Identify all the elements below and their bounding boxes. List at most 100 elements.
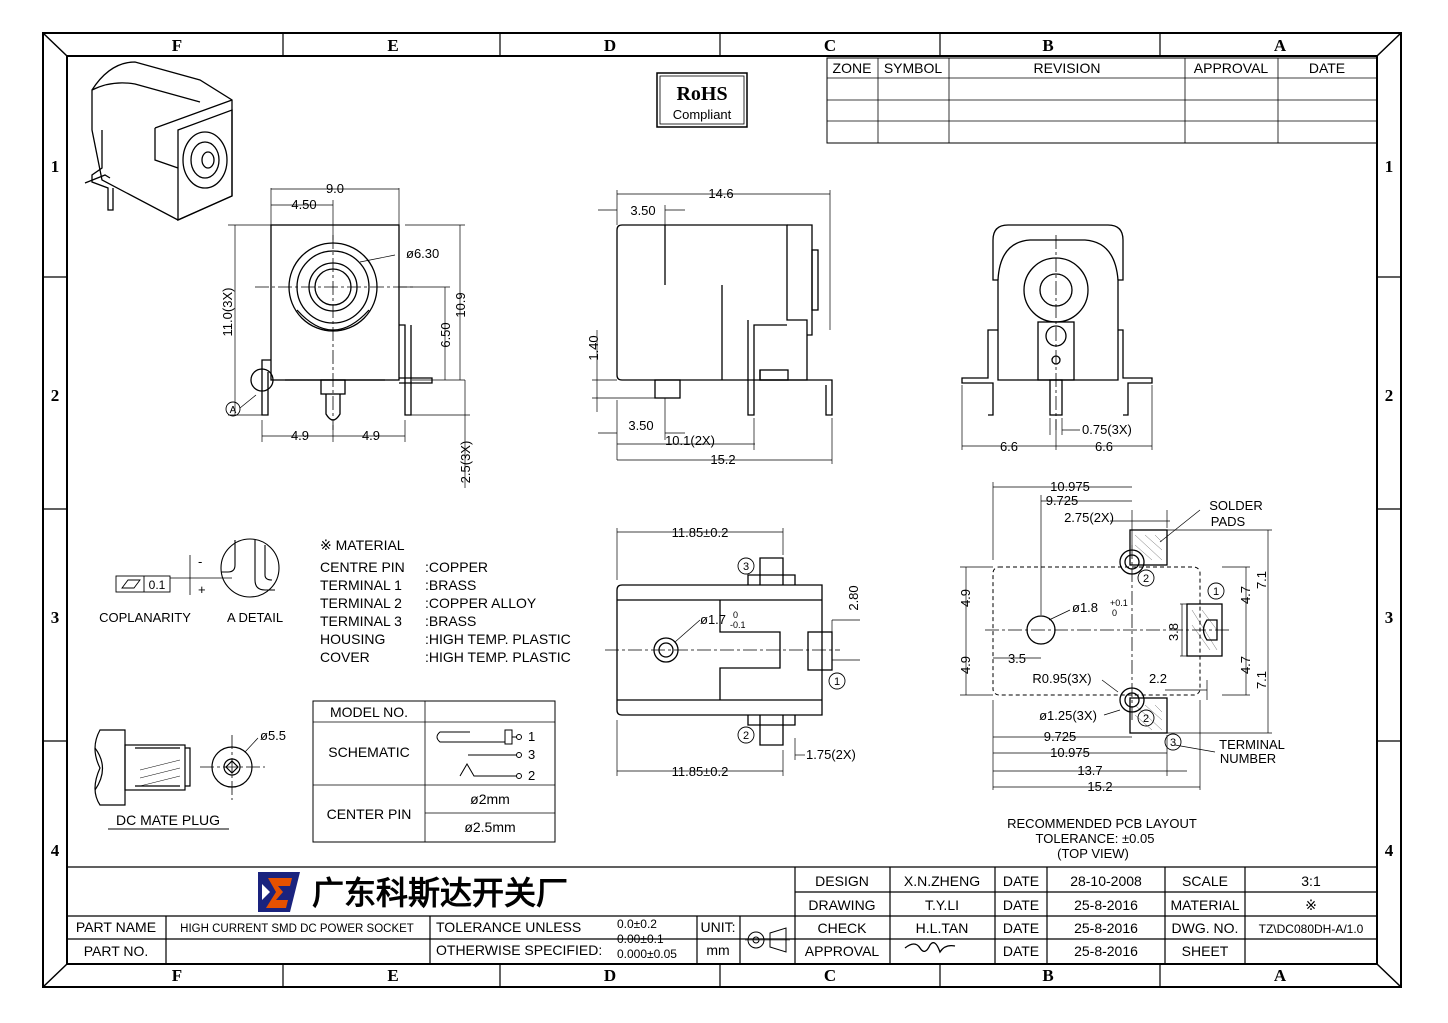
zone-col-d-bottom: D	[604, 966, 616, 985]
zone-col-b-top: B	[1042, 36, 1053, 55]
unit-value: mm	[706, 942, 729, 958]
pcb-dim-9725-bottom: 9.725	[1044, 729, 1077, 744]
zone-col-c-top: C	[824, 36, 836, 55]
tolerance-value-3: 0.000±0.05	[617, 947, 677, 961]
material-value: :HIGH TEMP. PLASTIC	[425, 631, 571, 647]
pcb-dim-47-top: 4.7	[1238, 586, 1253, 604]
dim-bottom-pin: 1.75(2X)	[806, 747, 856, 762]
rohs-title: RoHS	[676, 83, 727, 105]
material-value: :BRASS	[425, 577, 476, 593]
title-role: CHECK	[817, 920, 867, 936]
dim-side-total: 15.2	[710, 452, 735, 467]
pcb-dim-r095: R0.95(3X)	[1032, 671, 1091, 686]
bottom-terminal-1: 1	[834, 676, 840, 688]
zone-row-2-left: 2	[51, 386, 60, 405]
dim-front-hole-dia: ø6.30	[406, 246, 439, 261]
coplanarity-label: COPLANARITY	[99, 610, 191, 625]
title-person: T.Y.LI	[925, 897, 959, 913]
title-person: H.L.TAN	[916, 920, 969, 936]
coplanarity-plus: +	[198, 582, 206, 597]
zone-col-b-bottom: B	[1042, 966, 1053, 985]
dim-bottom-hole: ø1.7	[700, 612, 726, 627]
zone-col-f-top: F	[172, 36, 182, 55]
title-date: 28-10-2008	[1070, 873, 1142, 889]
tolerance-line-2: OTHERWISE SPECIFIED:	[436, 942, 602, 958]
pcb-dim-hole: ø1.8	[1072, 600, 1098, 615]
dim-rear-right: 6.6	[1095, 439, 1113, 454]
pcb-solder-pads-1: SOLDER	[1209, 498, 1262, 513]
dim-bottom-top: 11.85±0.2	[672, 525, 729, 540]
zone-col-a-bottom: A	[1274, 966, 1287, 985]
detail-a-label: A DETAIL	[227, 610, 283, 625]
pcb-dim-137: 13.7	[1077, 763, 1102, 778]
dim-bottom-bottom: 11.85±0.2	[672, 764, 729, 779]
mate-plug-dia: ø5.5	[260, 728, 286, 743]
dim-rear-pin-width: 0.75(3X)	[1082, 422, 1132, 437]
pcb-dim-22: 2.2	[1149, 671, 1167, 686]
revision-header-date: DATE	[1309, 60, 1345, 76]
pcb-dim-10975-top: 10.975	[1050, 479, 1090, 494]
model-no-label: MODEL NO.	[330, 704, 408, 720]
part-name-label: PART NAME	[76, 919, 156, 935]
revision-header-zone: ZONE	[833, 60, 872, 76]
title-role: DRAWING	[808, 897, 875, 913]
pcb-dim-125: ø1.25(3X)	[1039, 708, 1097, 723]
title-field-value: ※	[1305, 897, 1317, 913]
title-date: 25-8-2016	[1074, 920, 1138, 936]
pcb-layout: 10.975 9.725 2.75(2X) SOLDER PADS 4.9 4.…	[958, 479, 1285, 861]
pcb-dim-hole-tol-up: +0.1	[1110, 598, 1128, 608]
zone-col-f-bottom: F	[172, 966, 182, 985]
pcb-mark-2-bottom: 2	[1143, 713, 1149, 725]
dim-front-pin-length: 2.5(3X)	[458, 441, 473, 484]
pcb-dim-49-bottom: 4.9	[958, 656, 973, 674]
pcb-dim-hole-tol-down: 0	[1112, 608, 1117, 618]
pcb-dim-49-top: 4.9	[958, 589, 973, 607]
material-part: CENTRE PIN	[320, 559, 405, 575]
dim-side-bottom-front: 3.50	[628, 418, 653, 433]
pcb-dim-275: 2.75(2X)	[1064, 510, 1114, 525]
title-field-value: 3:1	[1301, 873, 1321, 889]
dim-bottom-right: 2.80	[846, 585, 861, 610]
schematic-label: SCHEMATIC	[328, 744, 409, 760]
zone-row-3-right: 3	[1385, 608, 1394, 627]
material-part: TERMINAL 2	[320, 595, 402, 611]
zone-col-e-bottom: E	[387, 966, 398, 985]
dim-front-height-left: 11.0(3X)	[220, 288, 235, 337]
zone-row-4-left: 4	[51, 841, 60, 860]
pcb-dim-71-top: 7.1	[1254, 571, 1269, 589]
tolerance-line-1: TOLERANCE UNLESS	[436, 919, 581, 935]
zone-row-1-left: 1	[51, 157, 60, 176]
pcb-solder-pads-2: PADS	[1211, 514, 1246, 529]
material-part: HOUSING	[320, 631, 385, 647]
material-part: TERMINAL 1	[320, 577, 402, 593]
pcb-dim-152: 15.2	[1087, 779, 1112, 794]
center-pin-2mm: ø2mm	[470, 791, 510, 807]
side-view: 14.6 3.50 1.40 3.50 10.1(2X) 15.2	[586, 186, 833, 467]
projection-symbol-icon	[745, 927, 790, 953]
title-date-label: DATE	[1003, 920, 1039, 936]
title-date-label: DATE	[1003, 873, 1039, 889]
material-value: :COPPER ALLOY	[425, 595, 537, 611]
pcb-dim-9725-top: 9.725	[1046, 493, 1079, 508]
title-field-label: SHEET	[1182, 943, 1229, 959]
revision-header-approval: APPROVAL	[1194, 60, 1269, 76]
material-value: :COPPER	[425, 559, 488, 575]
part-no-label: PART NO.	[84, 943, 149, 959]
dim-side-pin-offset: 1.40	[586, 335, 601, 360]
title-date-label: DATE	[1003, 943, 1039, 959]
approval-signature	[904, 942, 956, 954]
zone-row-3-left: 3	[51, 608, 60, 627]
part-name-value: HIGH CURRENT SMD DC POWER SOCKET	[180, 923, 414, 935]
tolerance-value-2: 0.00±0.1	[617, 932, 664, 946]
coplanarity-minus: -	[198, 554, 202, 569]
material-title: ※ MATERIAL	[320, 537, 405, 553]
detail-a-marker: A	[230, 405, 237, 416]
zone-col-c-bottom: C	[824, 966, 836, 985]
company-name: 广东科斯达开关厂	[312, 874, 568, 912]
dim-bottom-hole-tol-up: 0	[733, 610, 738, 620]
revision-table: ZONE SYMBOL REVISION APPROVAL DATE	[826, 57, 1378, 144]
tolerance-value-1: 0.0±0.2	[617, 917, 657, 931]
schematic-symbol	[436, 729, 522, 779]
dim-front-pin-right: 4.9	[362, 428, 380, 443]
